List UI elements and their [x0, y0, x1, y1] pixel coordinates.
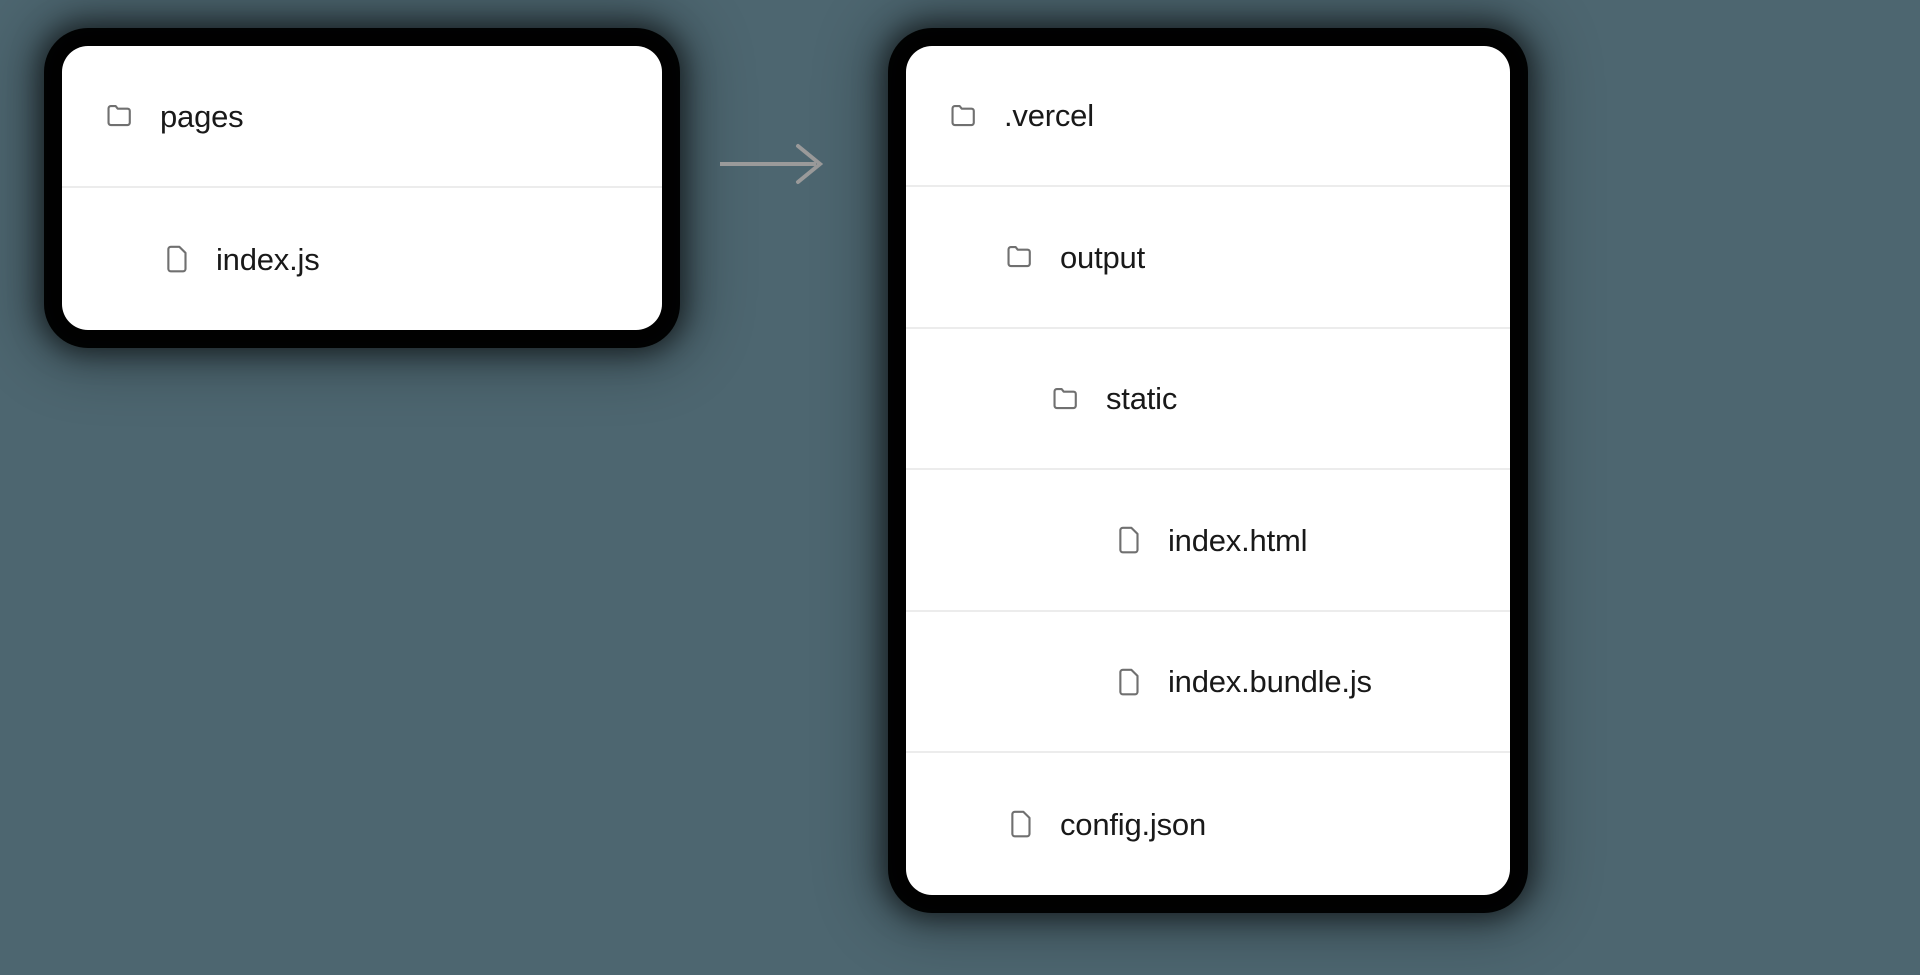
transform-arrow: [718, 140, 828, 188]
folder-icon: [1004, 240, 1038, 274]
tree-row-label: index.bundle.js: [1168, 664, 1372, 700]
tree-row-index-bundle-js[interactable]: index.bundle.js: [906, 612, 1510, 754]
tree-row-label: config.json: [1060, 806, 1207, 842]
tree-row-label: static: [1106, 381, 1178, 417]
tree-row-label: pages: [160, 98, 244, 134]
output-file-tree-card: .vercel output static index.html index.bundl…: [906, 46, 1510, 895]
file-icon: [1112, 523, 1146, 557]
source-file-tree-card: pages index.js: [62, 46, 662, 330]
tree-row-static[interactable]: static: [906, 329, 1510, 471]
tree-row-label: output: [1060, 239, 1145, 275]
tree-row-pages[interactable]: pages: [62, 46, 662, 188]
folder-icon: [1050, 382, 1084, 416]
tree-row-label: index.js: [216, 241, 320, 277]
file-icon: [160, 242, 194, 276]
file-icon: [1004, 807, 1038, 841]
tree-row-label: index.html: [1168, 522, 1308, 558]
folder-icon: [948, 99, 982, 133]
tree-row-vercel[interactable]: .vercel: [906, 46, 1510, 188]
tree-row-label: .vercel: [1004, 98, 1094, 134]
tree-row-config-json[interactable]: config.json: [906, 753, 1510, 894]
tree-row-index-html[interactable]: index.html: [906, 470, 1510, 612]
tree-row-index-js[interactable]: index.js: [62, 188, 662, 330]
tree-row-output[interactable]: output: [906, 187, 1510, 329]
file-icon: [1112, 665, 1146, 699]
folder-icon: [104, 99, 138, 133]
